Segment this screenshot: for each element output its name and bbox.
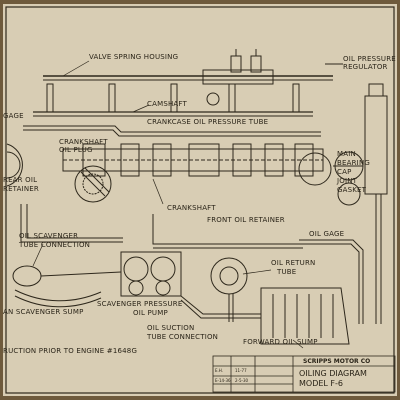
main-bearing-cap-detail: [298, 151, 364, 206]
rear-oil-retainer-detail: [6, 143, 23, 187]
crankshaft-oil-plug-detail: [74, 165, 112, 203]
label-gage-left: GAGE: [3, 112, 24, 120]
label-crankcase-oil-pressure-tube: CRANKCASE OIL PRESSURE TUBE: [147, 118, 269, 126]
label-oil-scavenger-tube-1: OIL SCAVENGER: [19, 232, 79, 240]
label-rear-oil-retainer-2: RETAINER: [3, 185, 39, 193]
label-main-bearing-1: MAIN: [337, 150, 356, 158]
forward-oil-sump: [260, 287, 350, 345]
label-front-oil-retainer: FRONT OIL RETAINER: [207, 216, 285, 224]
blueprint-sheet: VALVE SPRING HOUSING OIL PRESSURE REGULA…: [3, 4, 397, 396]
title-block: [212, 355, 396, 393]
title-block-row-1-a: E.H.: [215, 368, 224, 373]
label-crankshaft-oil-plug-1: CRANKSHAFT: [59, 138, 108, 146]
label-rear-scavenger-sump: AN SCAVENGER SUMP: [3, 308, 84, 316]
oil-pressure-regulator: [325, 63, 388, 324]
label-forward-oil-sump: FORWARD OIL SUMP: [243, 338, 318, 346]
label-main-bearing-2: BEARING: [337, 159, 371, 167]
label-scavenger-pressure-pump-2: OIL PUMP: [133, 309, 168, 317]
label-crankshaft: CRANKSHAFT: [167, 204, 216, 212]
oil-return-reservoir: [210, 257, 248, 322]
title-block-title-line-1: OILING DIAGRAM: [299, 369, 367, 378]
camshaft-line: [33, 92, 313, 117]
oil-suction-tube: [180, 295, 261, 319]
label-main-bearing-5: GASKET: [337, 186, 367, 194]
label-rear-oil-retainer-1: REAR OIL: [3, 176, 38, 184]
label-crankshaft-oil-plug-2: OIL PLUG: [59, 146, 93, 154]
label-oil-pressure-regulator-2: REGULATOR: [343, 63, 388, 71]
label-construction-note: RUCTION PRIOR TO ENGINE #1648G: [3, 347, 138, 355]
label-scavenger-pressure-pump-1: SCAVENGER PRESSURE: [97, 300, 183, 308]
label-oil-gage: OIL GAGE: [309, 230, 345, 238]
rear-scavenger-sump: [12, 265, 122, 308]
title-block-row-2-b: 2-5-30: [235, 378, 249, 383]
valve-spring-housing: [43, 69, 333, 85]
label-valve-spring-housing: VALVE SPRING HOUSING: [89, 53, 179, 61]
leader-lines: [32, 60, 304, 349]
crankcase-oil-pressure-tube: [23, 125, 321, 137]
label-main-bearing-4: JOINT: [337, 177, 358, 185]
title-block-row-1-b: 11-77: [235, 368, 247, 373]
label-oil-return-tube-1: OIL RETURN: [271, 259, 316, 267]
title-block-title-line-2: MODEL F-6: [299, 379, 343, 388]
label-oil-pressure-regulator-1: OIL PRESSURE: [343, 55, 396, 63]
title-block-company: SCRIPPS MOTOR CO: [303, 358, 371, 365]
crankshaft-assembly: [62, 143, 324, 177]
label-oil-suction-tube-2: TUBE CONNECTION: [147, 333, 219, 341]
title-block-row-2-a: E-14-36: [215, 378, 231, 383]
label-oil-return-tube-2: TUBE: [277, 268, 297, 276]
label-oil-scavenger-tube-2: TUBE CONNECTION: [19, 241, 91, 249]
main-oil-lines: [20, 204, 303, 249]
label-camshaft: CAMSHAFT: [147, 100, 187, 108]
label-oil-suction-tube-1: OIL SUCTION: [147, 324, 195, 332]
oiling-diagram-drawing: [5, 6, 396, 394]
scavenger-pressure-pump: [120, 251, 182, 297]
oil-gage-tube: [299, 239, 364, 324]
label-main-bearing-3: CAP: [337, 168, 352, 176]
